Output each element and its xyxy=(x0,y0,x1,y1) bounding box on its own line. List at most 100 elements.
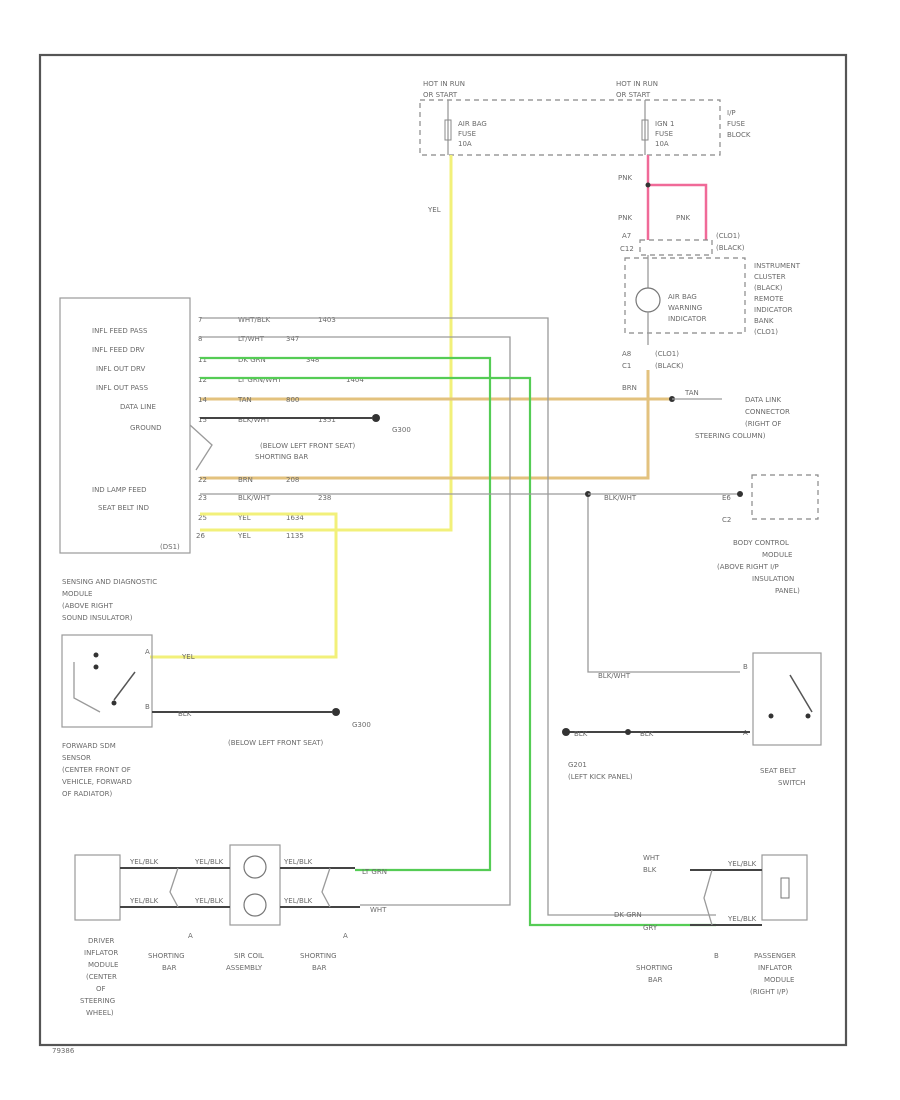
infl-feed-pass-wire xyxy=(200,317,716,916)
drv-name-3: (CENTER xyxy=(86,973,117,981)
sensor-name-4: OF RADIATOR) xyxy=(62,790,112,798)
sdm-pin-22: 22 xyxy=(198,476,207,484)
pnk-label-2: PNK xyxy=(618,214,632,222)
forward-sdm-sensor xyxy=(61,634,153,728)
sdm-label-5: GROUND xyxy=(130,424,162,432)
g300-note: (BELOW LEFT FRONT SEAT) xyxy=(260,442,356,450)
data-link-l2: (RIGHT OF xyxy=(745,420,781,428)
drv-wire-label-0: YEL/BLK xyxy=(129,858,159,866)
sdm-circ-7: 238 xyxy=(318,494,331,502)
pass-pin-b: B xyxy=(714,952,719,960)
coil-bar-0: SHORTING xyxy=(300,952,337,960)
sdm-circ-5: 1351 xyxy=(318,416,336,424)
blk-label-3: BLK xyxy=(640,730,654,738)
seatbelt-contact xyxy=(768,713,774,719)
yel-wire-label: YEL xyxy=(427,206,441,214)
seat-belt-switch xyxy=(752,652,822,746)
sensor-pin-a: A xyxy=(145,648,150,656)
pnk-label-1: PNK xyxy=(618,174,632,182)
pnk-label-3: PNK xyxy=(676,214,690,222)
sdm-pin-14: 14 xyxy=(198,396,207,404)
data-link-l3: STEERING COLUMN) xyxy=(695,432,766,440)
lamp-feed-wire xyxy=(200,370,650,480)
sdm-circ-1: 347 xyxy=(286,335,299,343)
drv-bar-1: BAR xyxy=(162,964,177,972)
sdm-module xyxy=(59,297,191,554)
sdm-shorting-bar xyxy=(189,424,213,471)
sdm-wire-6: BRN xyxy=(238,476,253,484)
bcm-l2: (ABOVE RIGHT I/P xyxy=(717,563,779,571)
seatbelt-pin-b: B xyxy=(743,663,748,671)
sdm-label-3: INFL OUT PASS xyxy=(96,384,149,392)
drv-name-5: STEERING xyxy=(80,997,115,1005)
sdm-circ-9: 1135 xyxy=(286,532,304,540)
sdm-label-7: SEAT BELT IND xyxy=(98,504,149,512)
cluster-connector-id: (CLO1) xyxy=(716,232,740,240)
bcm-connector xyxy=(751,474,819,520)
drv-pin-a: A xyxy=(188,932,193,940)
pass-shorting-bar xyxy=(703,869,713,926)
tan-label: TAN xyxy=(684,389,699,397)
cluster-label-5: BANK xyxy=(754,317,774,325)
sdm-wire-1: LT/WHT xyxy=(238,335,265,343)
sdm-label-0: INFL FEED PASS xyxy=(92,327,148,335)
sdm-label-1: INFL FEED DRV xyxy=(92,346,145,354)
cluster-pin-a7: A7 xyxy=(622,232,631,240)
shorting-bar-note: SHORTING BAR xyxy=(255,453,308,461)
g300-id: G300 xyxy=(392,426,411,434)
bcm-l4: PANEL) xyxy=(775,587,800,595)
sdm-name-0: SENSING AND DIAGNOSTIC xyxy=(62,578,157,586)
pass-dkgrn-label: DK GRN xyxy=(614,911,642,919)
seatbelt-blkwht-label: BLK/WHT xyxy=(598,672,631,680)
fuse-block-l1: I/P xyxy=(727,109,736,117)
sdm-name-2: (ABOVE RIGHT xyxy=(62,602,114,610)
sdm-pin-7: 7 xyxy=(198,316,202,324)
cluster-pin-a8: A8 xyxy=(622,350,631,358)
drv-wire-label-1: YEL/BLK xyxy=(194,858,224,866)
coil-lt-grn-label: LT GRN xyxy=(362,868,387,876)
pass-bar-0: SHORTING xyxy=(636,964,673,972)
sdm-name-1: MODULE xyxy=(62,590,92,598)
drv-name-4: OF xyxy=(96,985,106,993)
airbag-fuse-l2: FUSE xyxy=(458,130,476,138)
sensor-name-2: (CENTER FRONT OF xyxy=(62,766,131,774)
hot-in-run-left: HOT IN RUN xyxy=(423,80,465,88)
sensor-ground-point xyxy=(332,708,340,716)
seatbelt-pivot xyxy=(805,713,811,719)
drv-wire-label-3: YEL/BLK xyxy=(194,897,224,905)
indicator-l1: AIR BAG xyxy=(668,293,697,301)
blk-label-sensor: BLK xyxy=(178,710,192,718)
ign-fuse-l2: FUSE xyxy=(655,130,673,138)
or-start-right: OR START xyxy=(616,91,651,99)
pass-gry-label: GRY xyxy=(643,924,658,932)
sdm-wire-7: BLK/WHT xyxy=(238,494,271,502)
drv-bar-0: SHORTING xyxy=(148,952,185,960)
data-link-l1: CONNECTOR xyxy=(745,408,790,416)
blk-label-2: BLK xyxy=(574,730,588,738)
cluster-connector xyxy=(639,239,713,256)
sensor-yel-label: YEL xyxy=(181,653,195,661)
sensor-contact-2 xyxy=(93,664,99,670)
driver-inflator-module xyxy=(74,854,121,921)
infl-out-drv-wire xyxy=(200,356,492,872)
sensor-name-1: SENSOR xyxy=(62,754,91,762)
airbag-fuse-l3: 10A xyxy=(458,140,472,148)
cluster-label-2: (BLACK) xyxy=(754,284,783,292)
sdm-pin-15: 15 xyxy=(198,416,207,424)
g300-ground-point xyxy=(372,414,380,422)
drv-name-1: INFLATOR xyxy=(84,949,118,957)
g201-note: (LEFT KICK PANEL) xyxy=(568,773,633,781)
drv-wire-label-4: YEL/BLK xyxy=(283,858,313,866)
ign-fuse-icon xyxy=(641,119,649,141)
sensor-name-0: FORWARD SDM xyxy=(62,742,116,750)
seatbelt-ind-wire xyxy=(200,493,740,673)
diagram-frame xyxy=(38,53,848,1047)
coil-upper-icon xyxy=(243,855,267,879)
drv-name-0: DRIVER xyxy=(88,937,115,945)
bcm-l1: MODULE xyxy=(762,551,792,559)
sdm-wire-9: YEL xyxy=(237,532,251,540)
drv-shorting-bar xyxy=(169,867,179,908)
bcm-pin-dot xyxy=(737,491,743,497)
coil-bar-1: BAR xyxy=(312,964,327,972)
cluster-pin-c1: C1 xyxy=(622,362,631,370)
